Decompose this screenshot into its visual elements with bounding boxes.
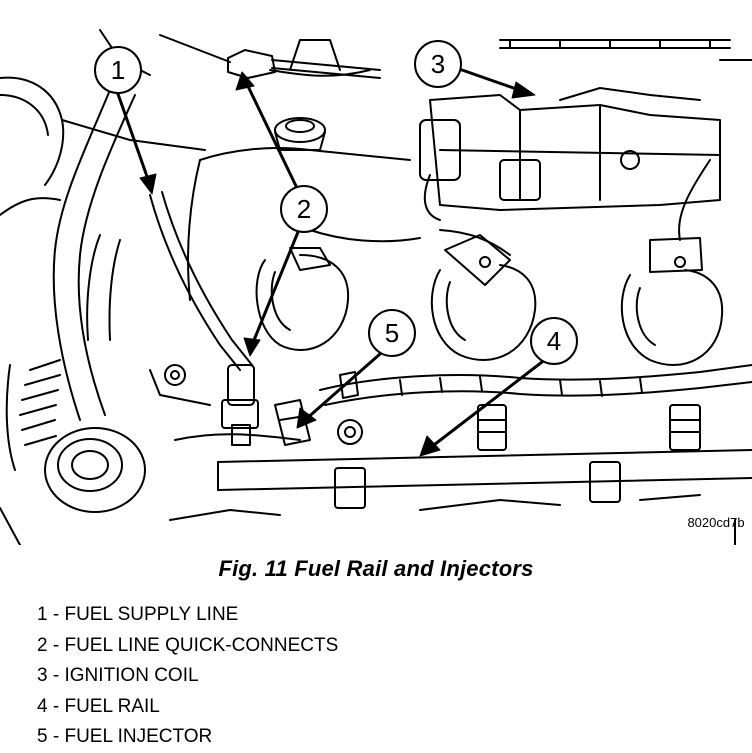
fuel-supply-hose xyxy=(52,89,136,421)
engine-illustration: 1 2 3 4 5 xyxy=(0,29,752,545)
parts-legend: 1FUEL SUPPLY LINE 2FUEL LINE QUICK-CONNE… xyxy=(37,600,338,753)
legend-label: FUEL INJECTOR xyxy=(64,726,213,747)
callout-4: 4 xyxy=(530,317,578,365)
fuel-injectors xyxy=(274,399,701,451)
legend-label: IGNITION COIL xyxy=(64,665,199,686)
callout-4-number: 4 xyxy=(547,326,561,356)
lower-left-cap xyxy=(44,427,146,513)
background-parts-left xyxy=(0,29,371,216)
arrow-4-fuel-rail xyxy=(419,360,544,457)
figure-caption: Fig. 11 Fuel Rail and Injectors xyxy=(218,556,534,581)
legend-item: 5FUEL INJECTOR xyxy=(37,722,338,753)
fuel-rail xyxy=(217,449,752,509)
lower-quick-connect xyxy=(221,364,259,446)
arrow-5-fuel-injector xyxy=(296,352,382,429)
callout-5: 5 xyxy=(368,309,416,357)
ignition-coil xyxy=(419,87,721,256)
arrow-2-lower-quick-connect xyxy=(243,230,300,357)
wiring-harness xyxy=(319,364,752,406)
oil-filler-cap xyxy=(274,117,326,151)
callout-1: 1 xyxy=(94,46,142,94)
legend-number: 2 xyxy=(37,635,64,656)
callout-2: 2 xyxy=(280,185,328,233)
legend-item: 3IGNITION COIL xyxy=(37,661,338,692)
drawing-frame xyxy=(0,507,736,545)
legend-item: 1FUEL SUPPLY LINE xyxy=(37,600,338,631)
arrow-3-ignition-coil xyxy=(460,68,536,99)
callout-5-number: 5 xyxy=(385,318,399,348)
fuel-line-tube xyxy=(149,191,253,371)
legend-item: 2FUEL LINE QUICK-CONNECTS xyxy=(37,631,338,662)
intake-body xyxy=(149,147,421,406)
figure-code: 8020cd7b xyxy=(687,515,744,530)
upper-quick-connect xyxy=(227,49,381,79)
callout-3-number: 3 xyxy=(431,49,445,79)
legend-label: FUEL SUPPLY LINE xyxy=(64,604,239,625)
legend-item: 4FUEL RAIL xyxy=(37,692,338,723)
callout-3: 3 xyxy=(414,40,462,88)
engine-line-drawing: 1 2 3 4 5 xyxy=(0,29,752,545)
leader-arrows xyxy=(116,68,544,457)
legend-label: FUEL RAIL xyxy=(64,695,160,717)
arrow-2-upper-quick-connect xyxy=(235,71,298,188)
legend-number: 1 xyxy=(37,604,64,625)
top-right-grille xyxy=(499,39,752,61)
spark-plug-boots xyxy=(255,159,724,366)
legend-number: 4 xyxy=(37,696,64,717)
legend-number: 3 xyxy=(37,665,64,686)
corrugated-tube xyxy=(5,359,61,471)
legend-number: 5 xyxy=(37,726,64,747)
lower-engine-block xyxy=(164,364,701,521)
callout-1-number: 1 xyxy=(111,55,125,85)
callout-2-number: 2 xyxy=(297,194,311,224)
arrow-1-fuel-supply-line xyxy=(116,92,157,195)
legend-label: FUEL LINE QUICK-CONNECTS xyxy=(64,634,339,656)
